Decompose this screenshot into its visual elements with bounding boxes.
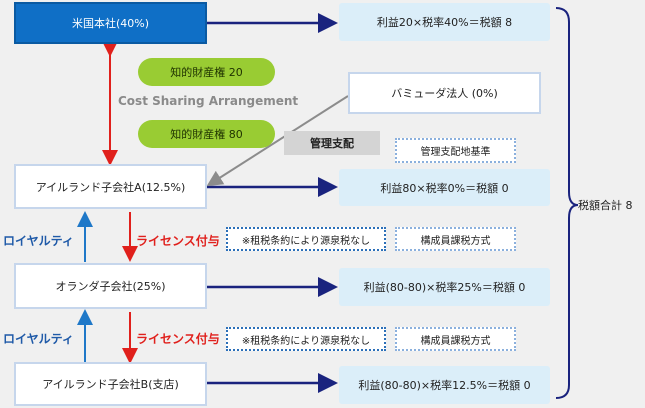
- royalty-label-1: ロイヤルティ: [3, 234, 74, 248]
- us-parent-box: 米国本社(40%): [14, 2, 207, 44]
- member-taxation-note-2: 構成員課税方式: [395, 327, 516, 351]
- no-withholding-note-2: ※租税条約により源泉税なし: [226, 327, 386, 351]
- total-tax-label: 税額合計 8: [578, 199, 633, 212]
- no-withholding-text-1: ※租税条約により源泉税なし: [241, 235, 371, 247]
- total-brace: [555, 7, 579, 399]
- ip-pill-bottom: 知的財産権 80: [138, 120, 275, 148]
- royalty-label-2: ロイヤルティ: [3, 332, 74, 346]
- member-taxation-text-1: 構成員課税方式: [420, 235, 491, 247]
- ireland-b-box: アイルランド子会社B(支店): [14, 362, 207, 406]
- cost-sharing-label: Cost Sharing Arrangement: [118, 94, 299, 108]
- tax-result-ireland-b: 利益(80-80)×税率12.5%＝税額 0: [339, 366, 550, 404]
- no-withholding-note-1: ※租税条約により源泉税なし: [226, 227, 386, 251]
- us-parent-label: 米国本社(40%): [71, 17, 150, 30]
- bermuda-box: バミューダ法人 (0%): [348, 72, 541, 114]
- tax-result-us-text: 利益20×税率40%＝税額 8: [376, 16, 513, 29]
- no-withholding-text-2: ※租税条約により源泉税なし: [241, 335, 371, 347]
- ireland-a-box: アイルランド子会社A(12.5%): [14, 164, 207, 209]
- ip-pill-bottom-text: 知的財産権 80: [170, 128, 243, 141]
- tax-result-netherlands-text: 利益(80-80)×税率25%＝税額 0: [363, 281, 526, 294]
- member-taxation-text-2: 構成員課税方式: [420, 335, 491, 347]
- bermuda-label: バミューダ法人 (0%): [391, 87, 498, 100]
- netherlands-label: オランダ子会社(25%): [55, 280, 166, 293]
- management-control-basis-box: 管理支配地基準: [395, 138, 516, 163]
- tax-result-ireland-a-text: 利益80×税率0%＝税額 0: [380, 181, 509, 195]
- tax-result-us: 利益20×税率40%＝税額 8: [339, 3, 550, 41]
- management-control-text: 管理支配: [310, 137, 354, 150]
- ip-pill-top: 知的財産権 20: [138, 58, 275, 86]
- tax-result-netherlands: 利益(80-80)×税率25%＝税額 0: [339, 268, 550, 306]
- license-label-2: ライセンス付与: [136, 332, 220, 346]
- member-taxation-note-1: 構成員課税方式: [395, 227, 516, 251]
- ip-pill-top-text: 知的財産権 20: [170, 66, 243, 79]
- ireland-a-label: アイルランド子会社A(12.5%): [35, 180, 186, 194]
- tax-result-ireland-b-text: 利益(80-80)×税率12.5%＝税額 0: [358, 379, 531, 392]
- management-control-box: 管理支配: [284, 131, 380, 155]
- management-control-arrow: [206, 95, 349, 187]
- netherlands-box: オランダ子会社(25%): [14, 263, 207, 309]
- tax-result-ireland-a: 利益80×税率0%＝税額 0: [339, 169, 550, 206]
- license-label-1: ライセンス付与: [136, 234, 220, 248]
- ireland-b-label: アイルランド子会社B(支店): [42, 378, 179, 391]
- management-control-basis-text: 管理支配地基準: [420, 147, 491, 158]
